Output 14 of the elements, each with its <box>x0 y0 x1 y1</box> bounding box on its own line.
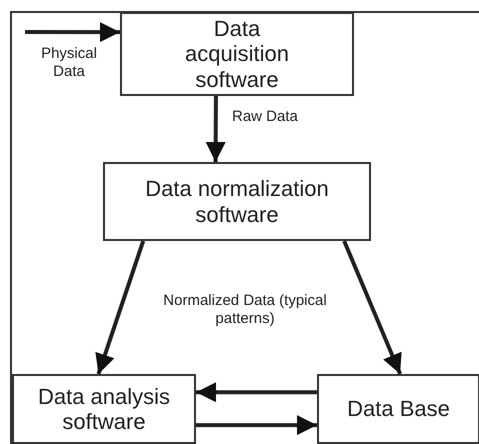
process-box <box>103 162 371 241</box>
double-line-arrow <box>196 382 317 402</box>
double-line-arrow <box>95 240 146 375</box>
process-box <box>317 374 479 444</box>
node-label: Data analysis software <box>36 384 172 434</box>
double-line-arrow <box>342 240 402 375</box>
node-label: Data Base <box>347 396 450 422</box>
process-box <box>12 374 196 444</box>
double-line-arrow <box>206 96 226 162</box>
node-label: Data normalization software <box>144 176 330 227</box>
double-line-arrow <box>25 22 120 42</box>
node-label: Data acquisition software <box>184 16 290 92</box>
process-box <box>120 12 354 96</box>
double-line-arrow <box>196 415 317 436</box>
